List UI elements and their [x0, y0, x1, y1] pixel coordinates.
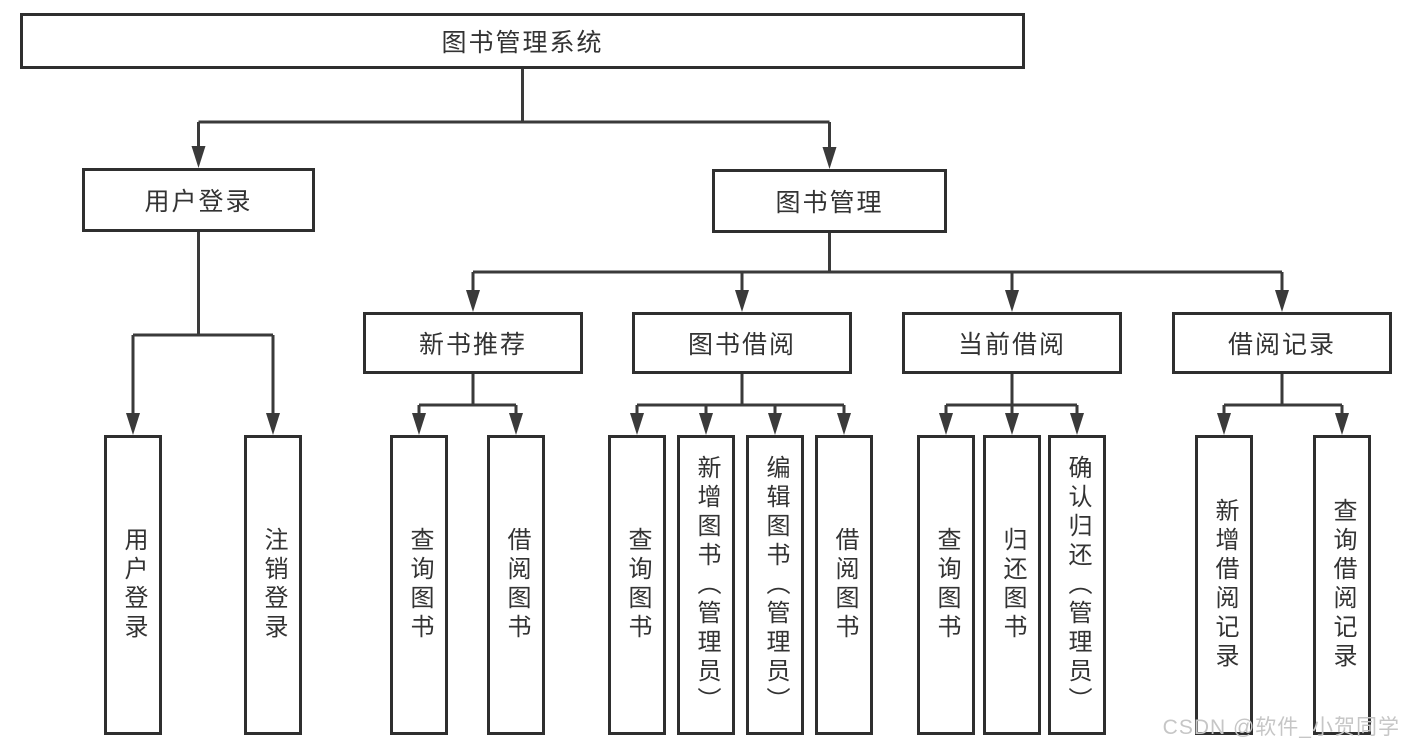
- arrowhead-down-icon: [1335, 413, 1349, 435]
- node-label: 归还图书: [999, 527, 1026, 643]
- arrowhead-down-icon: [1070, 413, 1084, 435]
- leaf-user-login: 用户登录: [104, 435, 162, 735]
- arrowhead-down-icon: [735, 290, 749, 312]
- leaf-add-books-admin: 新增图书（管理员）: [677, 435, 735, 735]
- node-label: 注销登录: [260, 527, 287, 643]
- leaf-logout: 注销登录: [244, 435, 302, 735]
- connector-leaf-groups: [417, 374, 1344, 417]
- node-label: 查询图书: [933, 527, 960, 643]
- leaf-query-books-borrowing: 查询图书: [608, 435, 666, 735]
- arrowhead-down-icon: [939, 413, 953, 435]
- node-label: 图书管理: [775, 189, 884, 217]
- arrowhead-down-icon: [822, 147, 837, 169]
- connector-user-login-children: [131, 232, 275, 417]
- node-label: 图书借阅: [687, 331, 796, 359]
- node-book-management: 图书管理: [712, 169, 947, 233]
- arrowhead-down-icon: [699, 413, 713, 435]
- arrowhead-down-icon: [1217, 413, 1231, 435]
- node-label: 查询图书: [624, 527, 651, 643]
- arrowhead-down-icon: [412, 413, 426, 435]
- leaf-borrow-books-borrowing: 借阅图书: [815, 435, 873, 735]
- arrowheads: [126, 146, 1349, 435]
- connector-root-to-level2: [197, 69, 831, 151]
- arrowhead-down-icon: [126, 413, 140, 435]
- leaf-add-borrow-record: 新增借阅记录: [1195, 435, 1253, 735]
- node-label: 借阅图书: [503, 527, 530, 643]
- leaf-return-books: 归还图书: [983, 435, 1041, 735]
- arrowhead-down-icon: [630, 413, 644, 435]
- node-user-login: 用户登录: [82, 168, 315, 232]
- node-label: 借阅记录: [1227, 331, 1336, 359]
- node-new-book-recommend: 新书推荐: [363, 312, 583, 374]
- leaf-edit-books-admin: 编辑图书（管理员）: [746, 435, 804, 735]
- node-label: 当前借阅: [957, 331, 1066, 359]
- arrowhead-down-icon: [1005, 290, 1019, 312]
- arrowhead-down-icon: [509, 413, 523, 435]
- leaf-query-books-recommend: 查询图书: [390, 435, 448, 735]
- arrowhead-down-icon: [266, 413, 280, 435]
- node-book-borrowing: 图书借阅: [632, 312, 852, 374]
- leaf-borrow-books-recommend: 借阅图书: [487, 435, 545, 735]
- node-label: 借阅图书: [831, 527, 858, 643]
- node-current-borrowing: 当前借阅: [902, 312, 1122, 374]
- node-label: 图书管理系统: [441, 29, 604, 57]
- csdn-watermark: CSDN @软件_小贺同学: [1162, 716, 1400, 739]
- arrowhead-down-icon: [466, 290, 480, 312]
- leaf-query-borrow-record: 查询借阅记录: [1313, 435, 1371, 735]
- arrowhead-down-icon: [191, 146, 206, 168]
- node-library-system: 图书管理系统: [20, 13, 1025, 69]
- arrowhead-down-icon: [1275, 290, 1289, 312]
- leaf-query-books-current: 查询图书: [917, 435, 975, 735]
- node-label: 查询借阅记录: [1329, 498, 1356, 672]
- arrowhead-down-icon: [1005, 413, 1019, 435]
- node-label: 新增图书（管理员）: [693, 454, 720, 716]
- connector-lines: [131, 69, 1344, 417]
- node-label: 查询图书: [406, 527, 433, 643]
- node-label: 新增借阅记录: [1211, 498, 1238, 672]
- arrowhead-down-icon: [768, 413, 782, 435]
- arrowhead-down-icon: [837, 413, 851, 435]
- node-label: 确认归还（管理员）: [1064, 454, 1091, 716]
- node-label: 用户登录: [120, 527, 147, 643]
- node-borrowing-records: 借阅记录: [1172, 312, 1392, 374]
- node-label: 新书推荐: [418, 331, 527, 359]
- leaf-confirm-return-admin: 确认归还（管理员）: [1048, 435, 1106, 735]
- node-label: 用户登录: [144, 188, 253, 216]
- connector-book-mgmt-children: [471, 233, 1284, 294]
- node-label: 编辑图书（管理员）: [762, 454, 789, 716]
